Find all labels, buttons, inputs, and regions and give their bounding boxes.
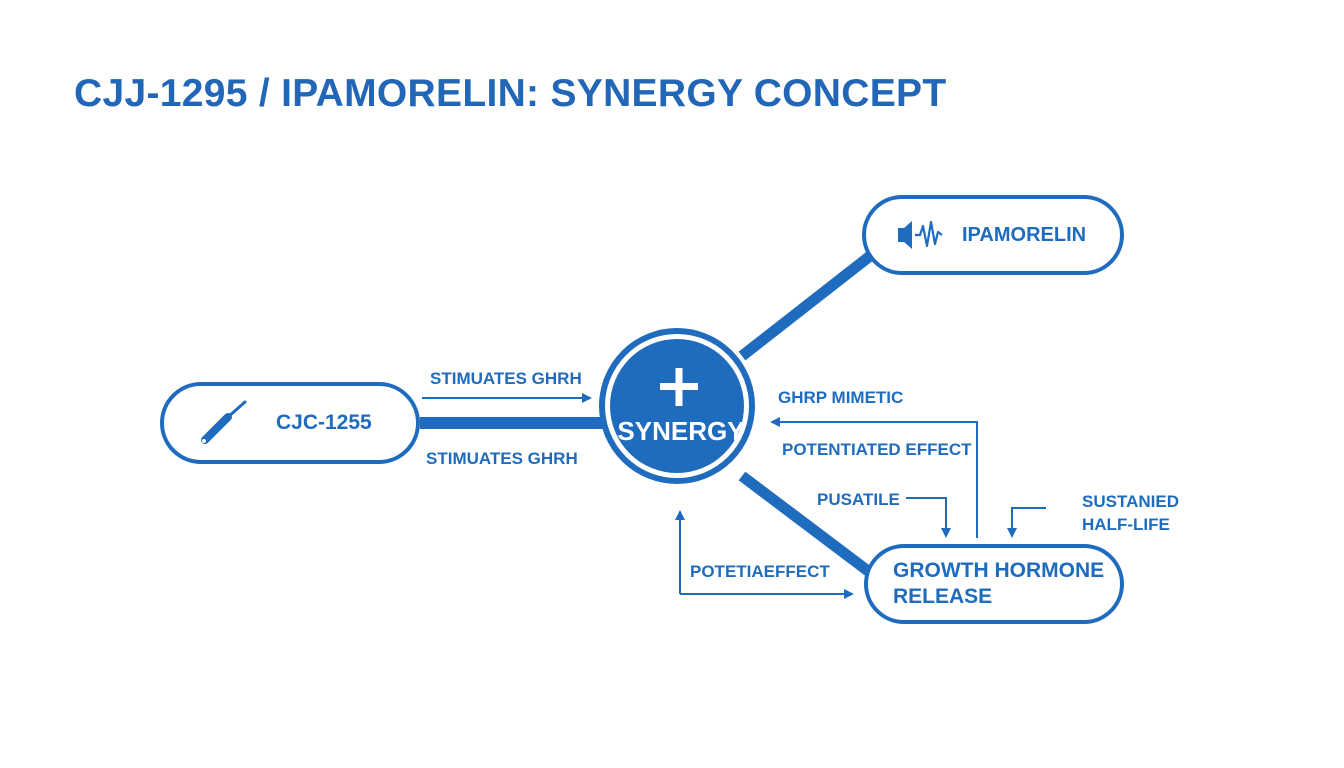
connector-center-growth (738, 471, 876, 579)
node-cjc-1255[interactable] (160, 382, 420, 464)
node-label-growth-line1: GROWTH HORMONE (893, 559, 1105, 582)
node-label-ipamorelin: IPAMORELIN (962, 224, 1087, 246)
label-potetiaeffect: POTETIAEFFECT (690, 562, 830, 581)
node-label-growth-line2: RELEASE (893, 585, 993, 608)
arrow-sustained-half-life (1007, 507, 1046, 538)
node-label-cjc-1255: CJC-1255 (276, 411, 372, 434)
plus-icon (660, 368, 698, 406)
label-potentiated-effect: POTENTIATED EFFECT (782, 440, 972, 459)
label-stimulates-ghrh-top: STIMUATES GHRH (430, 369, 582, 388)
node-ipamorelin[interactable] (862, 195, 1124, 275)
syringe-icon (201, 400, 247, 444)
label-half-life: HALF-LIFE (1082, 515, 1170, 534)
synergy-label: SYNERGY (617, 416, 745, 446)
waveform-icon (898, 220, 943, 249)
arrow-ghrp-loop (770, 417, 978, 538)
label-stimulates-ghrh-bottom: STIMUATES GHRH (426, 449, 578, 468)
node-growth-hormone-release[interactable] (864, 544, 1124, 624)
connector-center-ipamorelin (738, 251, 874, 361)
label-sustained: SUSTANIED (1082, 492, 1179, 511)
page-title: CJJ-1295 / IPAMORELIN: SYNERGY CONCEPT (74, 72, 947, 115)
arrow-pusatile (906, 497, 951, 538)
label-pusatile: PUSATILE (817, 490, 900, 509)
label-ghrp-mimetic: GHRP MIMETIC (778, 388, 904, 407)
